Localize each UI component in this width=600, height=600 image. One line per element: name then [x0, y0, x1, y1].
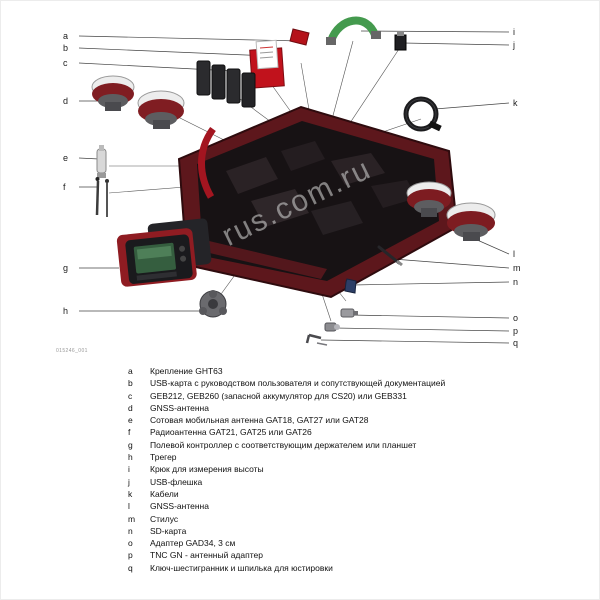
legend-text: SD-карта [150, 525, 187, 536]
legend-key: a [128, 366, 133, 376]
hex-key-icon [305, 333, 328, 346]
legend-row: o Адаптер GAD34, 3 см [128, 538, 578, 549]
callout-lines [78, 30, 510, 344]
field-controller-icon [116, 218, 212, 287]
gad34-adapter-icon [340, 308, 358, 318]
legend-row: q Ключ-шестигранник и шпилька для юстиров… [128, 563, 578, 574]
legend-row: j USB-флешка [128, 477, 578, 488]
callout-letter-p: p [513, 326, 519, 336]
legend-text: TNC GN - антенный адаптер [150, 550, 263, 561]
callout-letter-l: l [513, 249, 515, 259]
legend-row: n SD-карта [128, 526, 578, 537]
legend-row: a Крепление GHT63 [128, 366, 578, 377]
callout-letter-h: h [63, 306, 69, 316]
legend-key: f [128, 427, 131, 438]
callout-letter-i: i [513, 27, 515, 37]
callout-letter-g: g [63, 263, 69, 273]
legend-text: GNSS-антенна [150, 402, 209, 413]
radio-antenna-icons [95, 177, 109, 217]
stylus-icon [377, 245, 403, 267]
legend-row: k Кабели [128, 489, 578, 500]
diagram-art: rus.com.ru [78, 16, 510, 346]
callout-letter-j: j [513, 40, 515, 50]
tribrach-icon [199, 290, 227, 318]
legend-text: GNSS-антенна [150, 501, 209, 512]
carry-handle-icon [326, 16, 381, 45]
battery-pack-icons [196, 60, 256, 108]
legend-key: c [128, 390, 133, 401]
legend-key: g [128, 439, 133, 450]
callout-letter-d: d [63, 96, 69, 106]
legend-key: o [128, 538, 133, 549]
legend-text: Сотовая мобильная антенна GAT18, GAT27 и… [150, 415, 369, 426]
legend-key: q [128, 562, 133, 573]
callout-letter-m: m [513, 263, 521, 273]
legend-key: l [128, 501, 130, 512]
callout-letter-o: o [513, 313, 519, 323]
callout-letter-f: f [63, 182, 66, 192]
gnss-antenna-right-icons [406, 181, 496, 241]
callout-letter-q: q [513, 338, 519, 348]
legend-row: l GNSS-антенна [128, 501, 578, 512]
ght63-clamp-icon [289, 28, 310, 46]
legend-row: e Сотовая мобильная антенна GAT18, GAT27 … [128, 415, 578, 426]
cellular-antenna-icon [96, 145, 107, 178]
callout-letter-c: c [63, 58, 68, 68]
callout-letter-n: n [513, 277, 519, 287]
callout-letter-b: b [63, 43, 69, 53]
legend-text: Трегер [150, 452, 177, 463]
legend-row: h Трегер [128, 452, 578, 463]
legend-key: m [128, 513, 136, 524]
legend-key: n [128, 525, 133, 536]
legend-row: p TNC GN - антенный адаптер [128, 550, 578, 561]
callout-letter-k: k [513, 98, 518, 108]
legend-text: USB-карта с руководством пользователя и … [150, 378, 446, 389]
legend-key: k [128, 488, 133, 499]
legend-key: p [128, 550, 133, 561]
usb-manual-card-icon [249, 39, 285, 89]
legend-text: Стилус [150, 513, 179, 524]
legend-text: Радиоантенна GAT21, GAT25 или GAT26 [150, 427, 312, 438]
legend-text: Крюк для измерения высоты [150, 464, 264, 475]
red-strap [198, 126, 216, 199]
legend-key: b [128, 378, 133, 389]
legend-row: i Крюк для измерения высоты [128, 464, 578, 475]
legend-text: Кабели [150, 488, 179, 499]
equipment-case-diagram: rus.com.ru a b c d e f g h i j k l m n o… [1, 1, 599, 359]
callout-letter-a: a [63, 31, 69, 41]
figure-id: 015246_001 [56, 348, 88, 354]
legend-key: e [128, 415, 133, 426]
legend-row: g Полевой контроллер с соответствующим де… [128, 440, 578, 451]
legend-row: c GEB212, GEB260 (запасной аккумулятор дл… [128, 391, 578, 402]
transport-case-illustration [177, 105, 459, 299]
callout-letter-e: e [63, 153, 69, 163]
legend-text: Адаптер GAD34, 3 см [150, 538, 236, 549]
usb-stick-icon [394, 31, 407, 51]
sd-card-icon [344, 278, 357, 294]
legend-text: USB-флешка [150, 476, 203, 487]
legend-key: j [128, 476, 130, 487]
legend-key: h [128, 452, 133, 463]
legend-row: b USB-карта с руководством пользователя и… [128, 378, 578, 389]
legend-text: Полевой контроллер с соответствующим дер… [150, 439, 417, 450]
gnss-antenna-left-icons [91, 75, 185, 129]
legend-row: f Радиоантенна GAT21, GAT25 или GAT26 [128, 427, 578, 438]
legend-key: i [128, 464, 130, 475]
legend-list: a Крепление GHT63 b USB-карта с руководств… [128, 366, 578, 575]
legend-text: Ключ-шестигранник и шпилька для юстировк… [150, 562, 333, 573]
legend-text: GEB212, GEB260 (запасной аккумулятор для… [150, 390, 407, 401]
legend-key: d [128, 402, 133, 413]
cable-coil-icon [403, 96, 442, 132]
tnc-adapter-icon [324, 322, 340, 332]
legend-row: m Стилус [128, 514, 578, 525]
legend-row: d GNSS-антенна [128, 403, 578, 414]
legend-text: Крепление GHT63 [150, 366, 223, 376]
